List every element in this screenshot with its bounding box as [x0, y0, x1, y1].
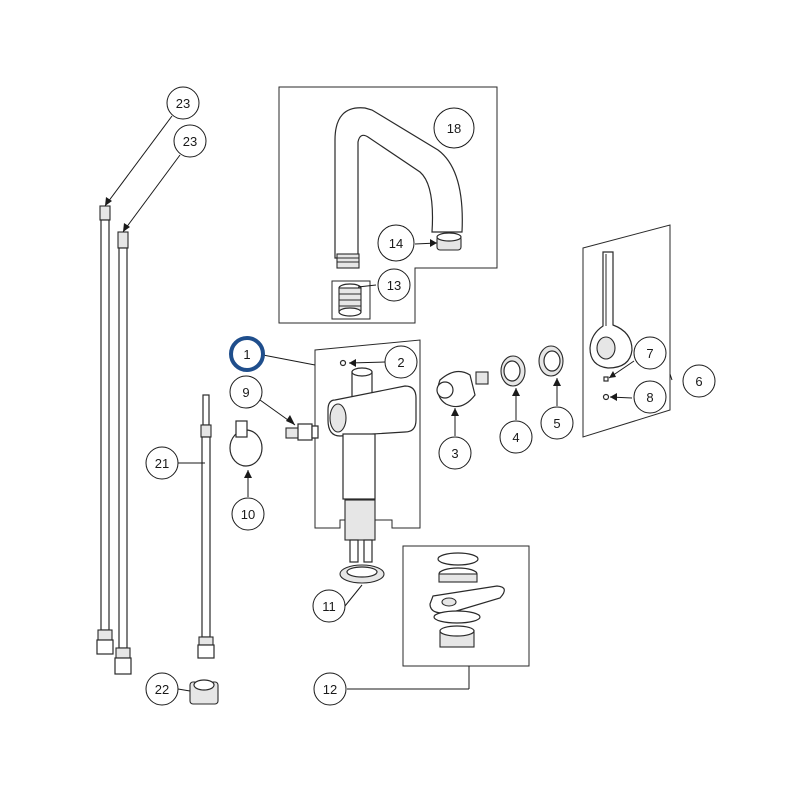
callout-c13: 13 — [377, 268, 411, 302]
callout-label: 9 — [242, 385, 249, 400]
small-screw-part — [603, 376, 609, 382]
callout-label: 10 — [241, 507, 255, 522]
callout-label: 7 — [646, 346, 653, 361]
base-assembly-frame — [402, 545, 530, 667]
callout-c11: 11 — [312, 589, 346, 623]
callout-c21: 21 — [145, 446, 179, 480]
callout-label: 6 — [695, 374, 702, 389]
connector-part — [189, 679, 219, 705]
spout-detail-frame — [278, 86, 498, 324]
long-hose-part — [114, 231, 132, 675]
callout-c12: 12 — [313, 672, 347, 706]
callout-c5: 5 — [540, 406, 574, 440]
callout-c8: 8 — [633, 380, 667, 414]
callout-label: 18 — [447, 121, 461, 136]
callout-c18: 18 — [433, 107, 475, 149]
knob-part — [229, 420, 263, 467]
callout-c1: 1 — [229, 336, 265, 372]
callout-label: 23 — [183, 134, 197, 149]
nut-part — [500, 355, 526, 387]
short-hose-part — [197, 394, 215, 659]
callout-c10: 10 — [231, 497, 265, 531]
callout-label: 5 — [553, 416, 560, 431]
callout-c2: 2 — [384, 345, 418, 379]
grub-screw-part — [339, 359, 347, 367]
base-assembly-part — [429, 552, 505, 648]
valve-part — [285, 423, 319, 441]
callout-c23a: 23 — [166, 86, 200, 120]
callout-label: 13 — [387, 278, 401, 293]
callout-label: 23 — [176, 96, 190, 111]
callout-label: 22 — [155, 682, 169, 697]
body-frame — [314, 339, 421, 563]
callout-c22: 22 — [145, 672, 179, 706]
callout-c14: 14 — [377, 224, 415, 262]
callout-c4: 4 — [499, 420, 533, 454]
small-oring-part — [602, 393, 610, 401]
callout-label: 4 — [512, 430, 519, 445]
spout-part — [334, 107, 463, 259]
callout-label: 1 — [243, 347, 250, 362]
callout-c9: 9 — [229, 375, 263, 409]
callout-label: 12 — [323, 682, 337, 697]
spout-insert-part — [338, 283, 362, 317]
callout-label: 2 — [397, 355, 404, 370]
washer-part — [339, 564, 385, 584]
leader-lines — [104, 115, 673, 692]
callout-c3: 3 — [438, 436, 472, 470]
callout-label: 11 — [322, 599, 336, 614]
aerator-part — [436, 232, 462, 251]
cartridge-part — [436, 370, 489, 408]
lever-handle-part — [589, 251, 633, 369]
callout-label: 3 — [451, 446, 458, 461]
handle-detail-frame — [582, 224, 671, 438]
tap-body-part — [327, 367, 417, 563]
ring-part — [538, 345, 564, 377]
callout-label: 14 — [389, 236, 403, 251]
long-hose-part — [96, 205, 114, 655]
callout-c7: 7 — [633, 336, 667, 370]
callout-label: 8 — [646, 390, 653, 405]
callout-label: 21 — [155, 456, 169, 471]
callout-c23b: 23 — [173, 124, 207, 158]
callout-c6: 6 — [682, 364, 716, 398]
